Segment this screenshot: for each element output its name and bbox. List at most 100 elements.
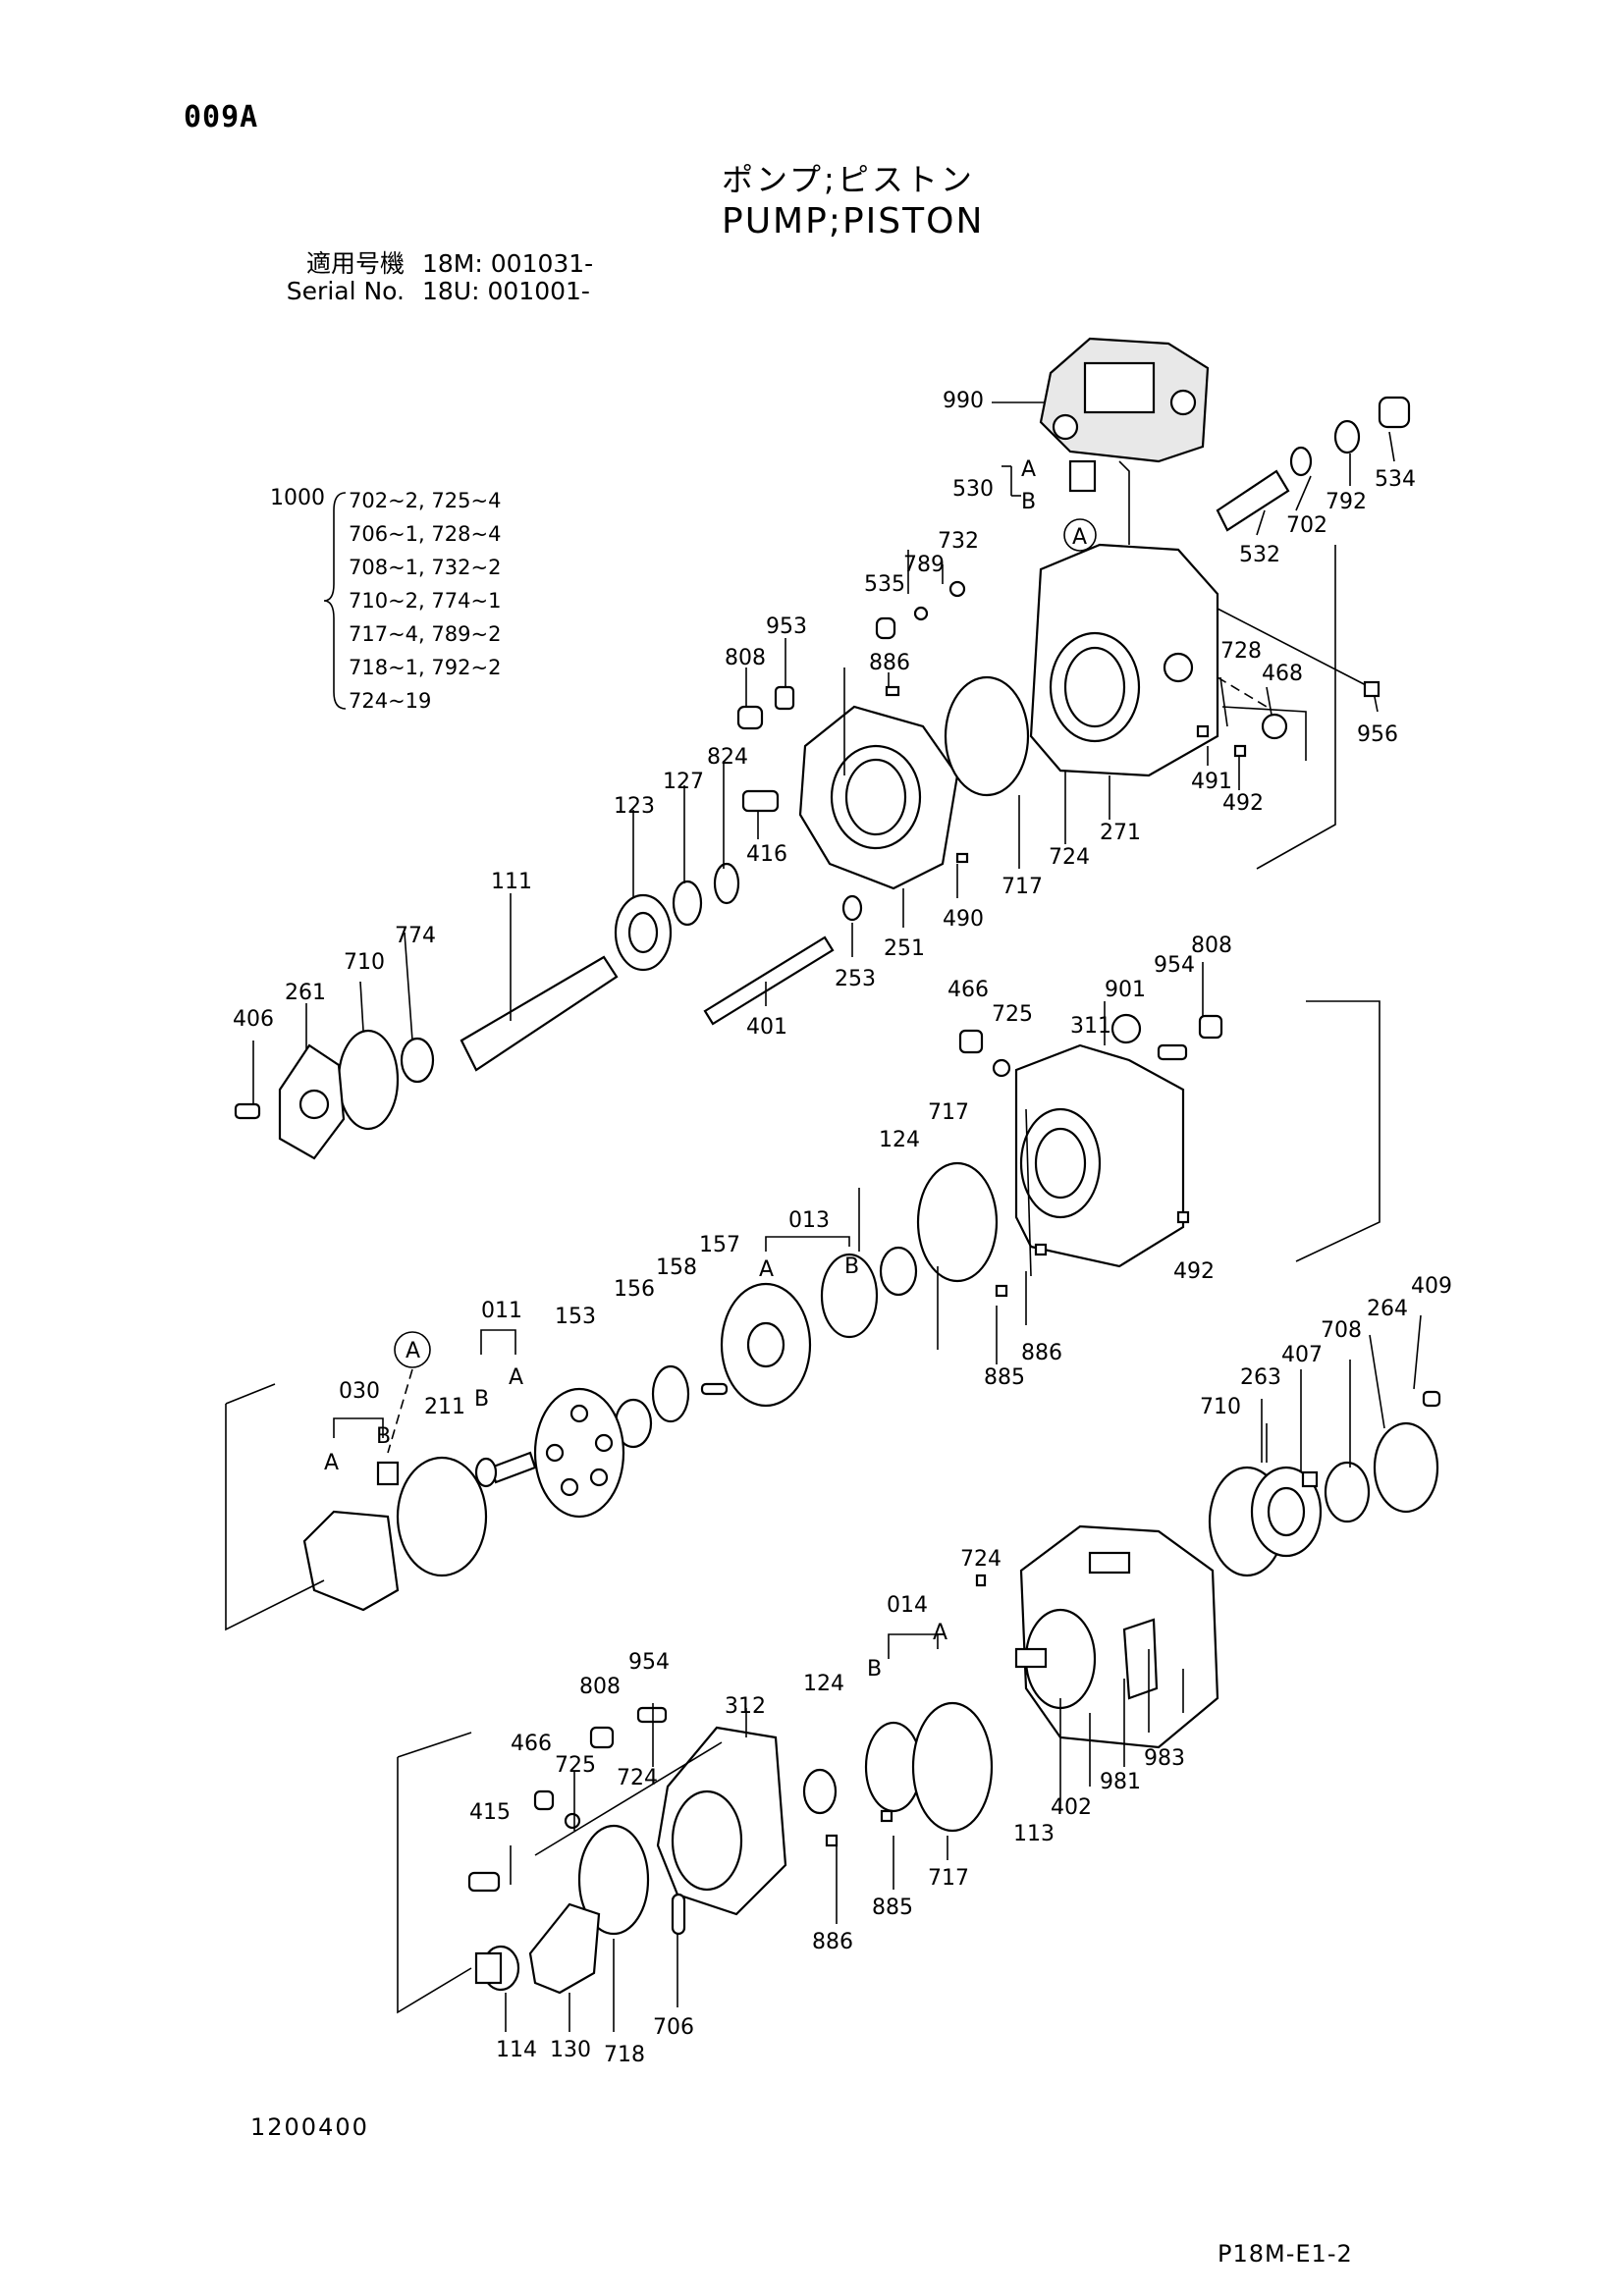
callout-114: 114 xyxy=(496,2038,537,2062)
callout-954: 954 xyxy=(1154,953,1195,978)
callout-312: 312 xyxy=(725,1694,766,1719)
callout-030-a: A xyxy=(324,1451,339,1475)
plate-251 xyxy=(798,705,959,890)
kit-item: 718~1, 792~2 xyxy=(349,656,502,679)
needle-bearing-124 xyxy=(802,1768,838,1815)
ref-circle-a-label: A xyxy=(1072,525,1087,550)
shaft-532 xyxy=(1216,469,1290,532)
callout-311: 311 xyxy=(1070,1014,1111,1039)
callout-491: 491 xyxy=(1191,770,1232,794)
callout-157: 157 xyxy=(699,1233,740,1257)
cover-261 xyxy=(278,1043,346,1160)
callout-728: 728 xyxy=(1220,639,1262,664)
callout-251: 251 xyxy=(884,936,925,961)
oring-789 xyxy=(913,606,929,621)
nut-808 xyxy=(589,1726,615,1749)
callout-532: 532 xyxy=(1239,543,1280,567)
eyebolt-901 xyxy=(1110,1013,1142,1044)
swash-plate-030 xyxy=(302,1461,400,1612)
callout-124: 124 xyxy=(803,1672,844,1696)
callout-702: 702 xyxy=(1286,513,1327,538)
ref-circle-a xyxy=(394,1331,431,1368)
bolt-416 xyxy=(741,789,780,813)
ring-792 xyxy=(1333,419,1361,454)
callout-130: 130 xyxy=(550,2038,591,2062)
plug-468 xyxy=(1261,713,1288,740)
callout-468: 468 xyxy=(1262,662,1303,686)
piston-011 xyxy=(489,1451,537,1484)
bolt-409 xyxy=(1422,1390,1441,1408)
callout-013-b: B xyxy=(844,1255,859,1279)
callout-706: 706 xyxy=(653,2015,694,2040)
callout-153: 153 xyxy=(555,1305,596,1329)
screw-954 xyxy=(636,1706,668,1724)
callout-011-a: A xyxy=(509,1365,523,1390)
nut-808 xyxy=(736,705,764,730)
callout-409: 409 xyxy=(1411,1274,1452,1299)
callout-808: 808 xyxy=(579,1675,621,1699)
callout-983: 983 xyxy=(1144,1746,1185,1771)
callout-271: 271 xyxy=(1100,821,1141,845)
retainer-158 xyxy=(651,1364,690,1423)
callout-labels: 990 530 A B A 534 792 702 532 732 789 53… xyxy=(233,389,1452,2067)
page-title-japanese: ポンプ;ピストン xyxy=(722,161,975,198)
callout-732: 732 xyxy=(938,529,979,554)
serial-value: 18M: 001031- xyxy=(422,249,594,278)
callout-416: 416 xyxy=(746,842,787,867)
serial-label: Serial No. xyxy=(286,277,405,305)
callout-808: 808 xyxy=(725,646,766,670)
callout-724: 724 xyxy=(617,1766,658,1790)
serial-info: 適用号機 18M: 001031- Serial No. 18U: 001001… xyxy=(177,250,593,305)
kit-item: 717~4, 789~2 xyxy=(349,622,502,646)
oring-706 xyxy=(671,1893,686,1936)
serial-label: 適用号機 xyxy=(305,249,405,278)
callout-710: 710 xyxy=(1200,1395,1241,1419)
kit-contents: 702~2, 725~4 706~1, 728~4 708~1, 732~2 7… xyxy=(349,484,501,718)
nut-808 xyxy=(1198,1014,1223,1040)
callout-724: 724 xyxy=(960,1547,1001,1572)
document-number: 1200400 xyxy=(250,2113,369,2141)
callout-111: 111 xyxy=(491,870,532,894)
callout-406: 406 xyxy=(233,1007,274,1032)
oring-725 xyxy=(992,1058,1011,1078)
gear-130 xyxy=(528,1902,601,1995)
callout-123: 123 xyxy=(614,794,655,819)
callout-492: 492 xyxy=(1173,1259,1215,1284)
callout-981: 981 xyxy=(1100,1770,1141,1794)
kit-brace xyxy=(323,492,347,710)
callout-127: 127 xyxy=(663,770,704,794)
callout-724: 724 xyxy=(1049,845,1090,870)
serial-value: 18U: 001001- xyxy=(422,277,590,305)
callout-725: 725 xyxy=(992,1002,1033,1027)
plug-535 xyxy=(875,616,896,640)
callout-535: 535 xyxy=(864,572,905,597)
page-title: PUMP;PISTON xyxy=(722,201,985,241)
kit-item: 708~1, 732~2 xyxy=(349,556,502,579)
callout-774: 774 xyxy=(395,924,436,948)
oring-725 xyxy=(564,1812,581,1830)
kit-number: 1000 xyxy=(270,486,325,510)
callout-113: 113 xyxy=(1013,1822,1055,1846)
oring-717 xyxy=(911,1701,994,1833)
callout-011-b: B xyxy=(474,1387,489,1412)
callout-725: 725 xyxy=(555,1753,596,1778)
callout-886: 886 xyxy=(1021,1341,1062,1365)
kit-item: 706~1, 728~4 xyxy=(349,522,502,546)
page-code: 009A xyxy=(184,100,259,134)
callout-956: 956 xyxy=(1357,722,1398,747)
callout-530: 530 xyxy=(952,477,994,502)
callout-718: 718 xyxy=(604,2043,645,2067)
callout-407: 407 xyxy=(1281,1343,1323,1367)
callout-263: 263 xyxy=(1240,1365,1281,1390)
seal-774 xyxy=(400,1037,435,1084)
cover-264 xyxy=(1373,1421,1439,1514)
callout-466: 466 xyxy=(947,978,989,1002)
screw-407 xyxy=(1301,1470,1319,1488)
oring-732 xyxy=(948,580,966,598)
callout-717: 717 xyxy=(1001,875,1043,899)
ref-circle-a-label: A xyxy=(406,1339,420,1363)
valve-block-311 xyxy=(1014,1043,1185,1268)
ref-circle-a xyxy=(1063,518,1097,552)
washer-253 xyxy=(841,894,863,922)
screw-954 xyxy=(1157,1043,1188,1061)
